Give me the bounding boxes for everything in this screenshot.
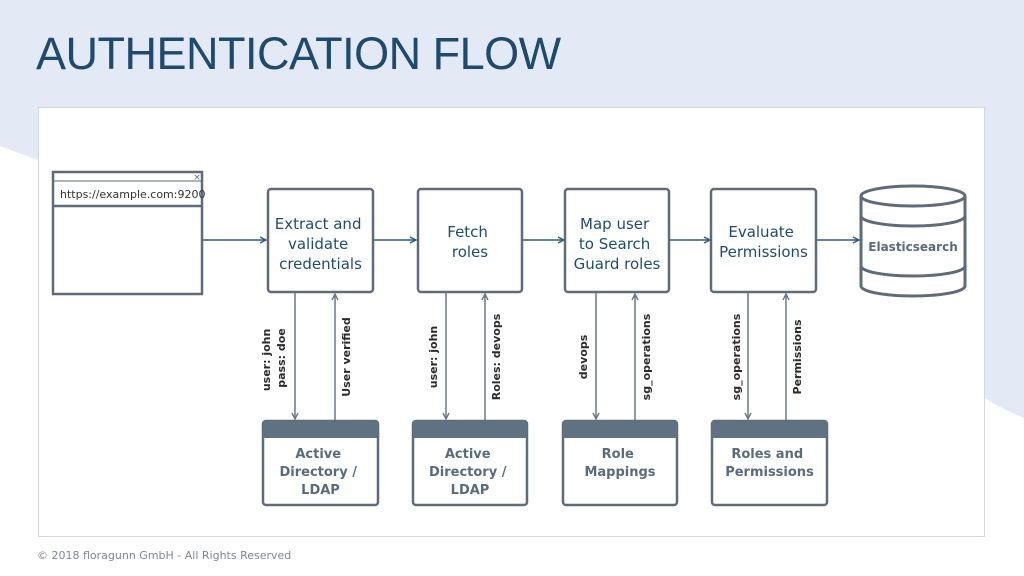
- source-role-mappings: Role Mappings: [561, 419, 679, 507]
- svg-text:Evaluate Permissions: Evaluate Permissions: [719, 223, 808, 261]
- step-map-user: Map user to Search Guard roles: [563, 187, 671, 294]
- browser-window: × https://example.com:9200: [51, 170, 205, 296]
- step-line: Fetch: [447, 223, 488, 241]
- source-line: LDAP: [451, 483, 490, 498]
- source-line: Permissions: [725, 465, 814, 480]
- flow-label: sg_operations: [640, 313, 653, 400]
- source-line: Directory /: [429, 465, 507, 480]
- source-line: Mappings: [584, 465, 655, 480]
- svg-text:Fetch roles: Fetch roles: [447, 223, 492, 261]
- step-line: Guard roles: [574, 255, 661, 273]
- svg-text:Extract and validate: Extract and validate credentials: [275, 215, 367, 273]
- source-line: LDAP: [301, 483, 340, 498]
- elasticsearch-database-icon: Elasticsearch: [859, 184, 967, 298]
- svg-text:Active Directory /: Active Directory / LDAP: [429, 447, 511, 498]
- step-line: Permissions: [719, 243, 808, 261]
- elasticsearch-label: Elasticsearch: [868, 240, 957, 254]
- source-roles-and-permissions: Roles and Permissions: [710, 419, 829, 507]
- svg-text:Role Mappings: Role Mappings: [584, 447, 655, 480]
- step-line: roles: [452, 243, 488, 261]
- step-line: credentials: [279, 255, 362, 273]
- flow-label: User verified: [340, 317, 353, 397]
- flow-label: sg_operations: [730, 313, 743, 400]
- flow-label: devops: [577, 334, 590, 379]
- step-line: validate: [288, 235, 348, 253]
- source-line: Role: [602, 447, 634, 462]
- step-evaluate-permissions: Evaluate Permissions: [709, 187, 818, 294]
- source-line: Active: [445, 447, 491, 462]
- source-line: Roles and: [731, 447, 803, 462]
- flow-label: user: john: [427, 326, 440, 388]
- svg-text:Active Directory /: Active Directory / LDAP: [279, 447, 361, 498]
- svg-text:Roles and Permissions: Roles and Permissions: [725, 447, 814, 480]
- flow-label: user: john pass: doe: [260, 325, 288, 391]
- footer-copyright: © 2018 floragunn GmbH - All Rights Reser…: [37, 549, 292, 562]
- slide-title: AUTHENTICATION FLOW: [36, 28, 561, 79]
- source-active-directory: Active Directory / LDAP: [261, 419, 380, 507]
- source-active-directory: Active Directory / LDAP: [411, 419, 529, 507]
- step-line: to Search: [579, 235, 650, 253]
- step-line: Map user: [580, 215, 650, 233]
- browser-url: https://example.com:9200: [60, 188, 205, 201]
- step-line: Extract and: [275, 215, 362, 233]
- step-extract-credentials: Extract and validate credentials: [266, 187, 375, 294]
- flow-label: Permissions: [791, 319, 804, 394]
- flow-label: Roles: devops: [490, 313, 503, 400]
- step-line: Evaluate: [728, 223, 794, 241]
- source-line: Active: [295, 447, 341, 462]
- svg-text:Map user to Search: Map user to Search Guard roles: [574, 215, 661, 273]
- close-icon: ×: [193, 173, 201, 183]
- step-fetch-roles: Fetch roles: [416, 187, 524, 294]
- source-line: Directory /: [279, 465, 357, 480]
